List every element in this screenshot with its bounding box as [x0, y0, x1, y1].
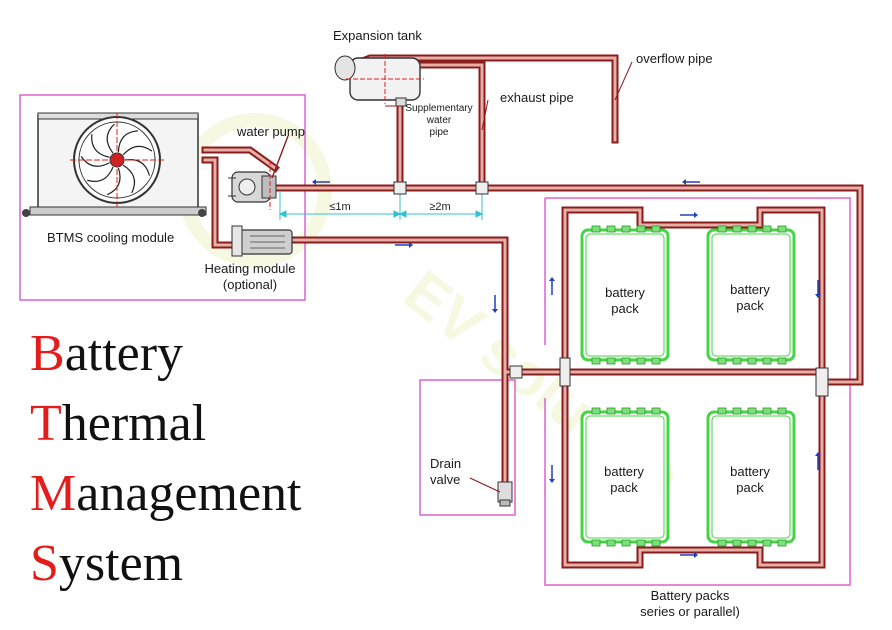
battery-pack-1-line1: battery [605, 285, 645, 300]
flow-arrowhead [312, 179, 316, 185]
fan-blade [106, 167, 121, 196]
battery-packs-caption-line1: Battery packs [650, 588, 730, 603]
radiator-fan-icon [70, 113, 164, 207]
heating-module-line2: (optional) [222, 277, 278, 292]
supplementary-line2: water [426, 115, 452, 126]
drain-valve-outline [419, 379, 516, 516]
expansion-tank-label: Expansion tank [333, 28, 422, 43]
fan-blade [117, 130, 139, 153]
btms-cooling-module [22, 112, 207, 217]
flow-arrowhead [409, 242, 413, 248]
title-rest-2: hermal [61, 395, 207, 452]
fan-blade [122, 145, 153, 156]
battery-pack-label-3: battery pack [586, 464, 662, 496]
drain-valve-icon [497, 481, 513, 507]
battery-pack-label-1: battery pack [587, 285, 663, 317]
title-initial-4: S [30, 535, 59, 592]
mount-right-icon [198, 209, 206, 217]
title-line-4: System [30, 538, 183, 590]
fan-blade [122, 164, 136, 194]
battery-pack-2-line1: battery [730, 282, 770, 297]
supplementary-water-pipe-label: Supplementary water pipe [402, 103, 476, 139]
battery-packs-outline [544, 197, 851, 586]
title-line-2: Thermal [30, 398, 206, 450]
battery-pack-label-4: battery pack [712, 464, 788, 496]
drain-valve-line1: Drain [430, 456, 462, 471]
title-rest-1: attery [64, 325, 184, 382]
cooling-module-outline [19, 94, 306, 301]
junction-fittings [393, 181, 829, 397]
fan-blade [87, 166, 114, 182]
flow-arrows [312, 179, 821, 558]
water-pump-label: water pump [237, 124, 305, 139]
overflow-leader [614, 61, 633, 101]
drain-valve-leader [469, 477, 501, 493]
battery-pack-2-line2: pack [736, 298, 764, 313]
fan-blade [91, 134, 110, 158]
heating-module-label: Heating module (optional) [195, 261, 305, 293]
battery-pack-3-line1: battery [604, 464, 644, 479]
title-rest-4: ystem [58, 535, 184, 592]
flow-arrowhead [682, 179, 686, 185]
fan-blade [80, 156, 110, 167]
flow-arrowhead [694, 212, 698, 218]
title-initial-3: M [30, 465, 77, 522]
title-line-1: Battery [30, 328, 183, 380]
drain-valve-label: Drain valve [430, 456, 461, 488]
dimension-lines [278, 192, 484, 220]
title-initial-1: B [30, 325, 65, 382]
fan-blade [106, 123, 115, 154]
flow-arrowhead [492, 309, 498, 313]
supplementary-line3: pipe [429, 127, 449, 138]
expansion-tank-icon [334, 54, 424, 107]
battery-packs-caption-line2: series or parallel) [640, 604, 740, 619]
flow-arrowhead [815, 452, 821, 456]
title-initial-2: T [30, 395, 62, 452]
supplementary-line1: Supplementary [405, 103, 473, 114]
battery-pack-3 [580, 407, 670, 547]
flow-arrowhead [815, 294, 821, 298]
water-pump-icon [228, 160, 277, 210]
flow-arrowhead [549, 479, 555, 483]
mount-left-icon [22, 209, 30, 217]
battery-pack-4-line1: battery [730, 464, 770, 479]
exhaust-leader [481, 99, 489, 131]
battery-pack-1 [580, 225, 670, 365]
battery-pack-4 [706, 407, 796, 547]
exhaust-pipe-label: exhaust pipe [500, 90, 574, 105]
overflow-pipe-label: overflow pipe [636, 51, 713, 66]
heating-module-line1: Heating module [204, 261, 296, 276]
battery-pack-label-2: battery pack [712, 282, 788, 314]
btms-cooling-module-label: BTMS cooling module [47, 230, 175, 245]
dimension-right-label: ≥2m [429, 201, 450, 213]
water-pump-leader [271, 135, 289, 179]
title-rest-3: anagement [76, 465, 302, 522]
battery-pack-2 [706, 225, 796, 365]
battery-pack-1-line2: pack [611, 301, 639, 316]
battery-packs-caption: Battery packs series or parallel) [620, 588, 760, 620]
component-outlines [19, 94, 851, 586]
battery-pack-4-line2: pack [736, 480, 764, 495]
drain-valve-line2: valve [430, 472, 461, 487]
flow-arrowhead [694, 552, 698, 558]
battery-pack-3-line2: pack [610, 480, 638, 495]
heater-icon [231, 225, 293, 257]
radiator-base [29, 206, 207, 216]
dimension-left-label: ≤1m [329, 201, 350, 213]
title-line-3: Management [30, 468, 301, 520]
battery-packs [580, 225, 796, 547]
flow-arrowhead [549, 277, 555, 281]
